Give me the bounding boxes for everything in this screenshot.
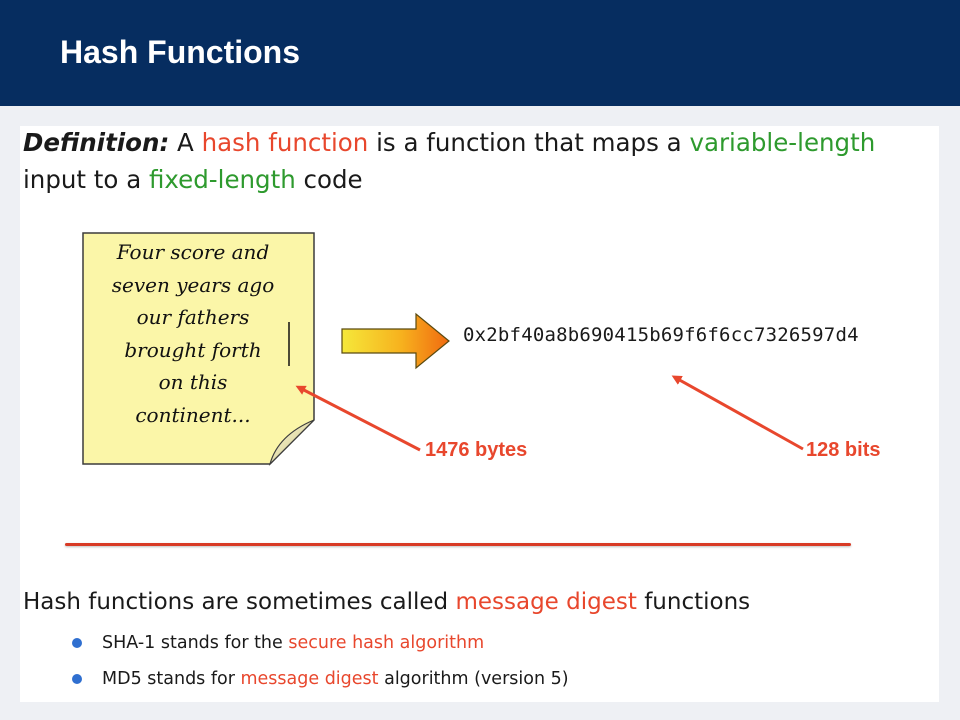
term-variable-length: variable-length <box>689 128 876 157</box>
definition-text: A <box>169 128 202 157</box>
term-message-digest: message digest <box>455 589 637 615</box>
note-line: on this <box>158 370 228 394</box>
list-item: MD5 stands for message digest algorithm … <box>72 665 569 701</box>
note-text: Four score and seven years ago our fathe… <box>90 236 296 431</box>
hash-output-value: 0x2bf40a8b690415b69f6f6cc7326597d4 <box>463 324 859 346</box>
bullet-dot-icon <box>72 638 82 648</box>
definition-paragraph: Definition: A hash function is a functio… <box>23 124 883 198</box>
note-line: Four score and <box>116 240 270 264</box>
right-arrow-icon <box>341 312 450 370</box>
title-bar: Hash Functions <box>0 0 960 106</box>
divider <box>65 543 851 546</box>
term-hash-function: hash function <box>201 128 369 157</box>
bullet-dot-icon <box>72 674 82 684</box>
definition-label: Definition: <box>23 128 170 157</box>
bullet-text: SHA-1 stands for the <box>102 633 289 653</box>
note-line: our fathers <box>136 305 250 329</box>
definition-text: is a function that maps a <box>368 128 690 157</box>
message-digest-statement: Hash functions are sometimes called mess… <box>23 589 750 615</box>
term-secure-hash-algorithm: secure hash algorithm <box>288 633 485 653</box>
note-line: seven years ago <box>111 272 275 297</box>
definition-text: code <box>295 165 363 194</box>
bullet-list: SHA-1 stands for the secure hash algorit… <box>72 629 569 701</box>
output-size-label: 128 bits <box>806 439 881 461</box>
input-size-label: 1476 bytes <box>425 439 528 461</box>
bullet-text: MD5 stands for <box>102 669 241 689</box>
definition-text: input to a <box>23 165 149 194</box>
page-title: Hash Functions <box>60 34 301 70</box>
list-item: SHA-1 stands for the secure hash algorit… <box>72 629 569 665</box>
note-line: brought forth <box>124 337 262 362</box>
term-message-digest: message digest <box>240 669 379 689</box>
term-fixed-length: fixed-length <box>149 165 296 194</box>
bullet-text: algorithm (version 5) <box>378 669 569 689</box>
statement-text: functions <box>636 589 751 615</box>
statement-text: Hash functions are sometimes called <box>23 589 456 615</box>
note-line: continent... <box>135 402 251 427</box>
